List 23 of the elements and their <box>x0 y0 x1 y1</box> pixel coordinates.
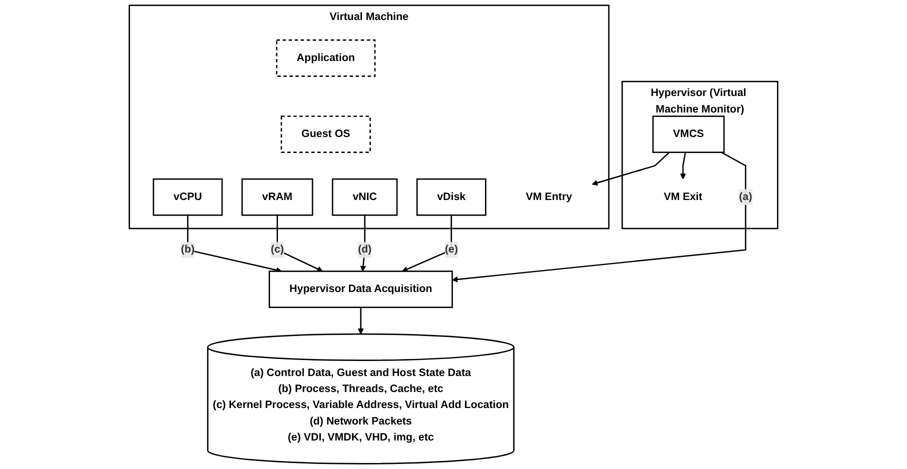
arrow <box>680 152 686 180</box>
arrow <box>360 215 366 272</box>
edge-label: (c) <box>270 244 284 256</box>
node-text: VM Entry <box>526 191 572 202</box>
arrow <box>276 215 323 272</box>
arrow <box>592 152 670 186</box>
edge-label: (a) <box>739 191 752 202</box>
arrow <box>452 152 746 282</box>
edge-label: (d) <box>358 244 372 256</box>
node-box: Hypervisor Data Acquisition <box>268 270 453 308</box>
node-box: Application <box>276 39 376 77</box>
arrow <box>187 215 282 273</box>
edge-label: (b) <box>180 244 195 256</box>
node-box: vCPU <box>152 178 223 216</box>
node-box: vNIC <box>332 178 398 216</box>
edge-label: (e) <box>444 244 458 256</box>
node-box: vDisk <box>416 178 486 216</box>
node-box: Guest OS <box>280 116 371 153</box>
arrow <box>402 215 452 272</box>
node-box: VMCS <box>652 116 725 153</box>
node-box: vRAM <box>241 178 314 216</box>
arrow <box>358 307 364 334</box>
node-text: VM Exit <box>664 191 702 202</box>
